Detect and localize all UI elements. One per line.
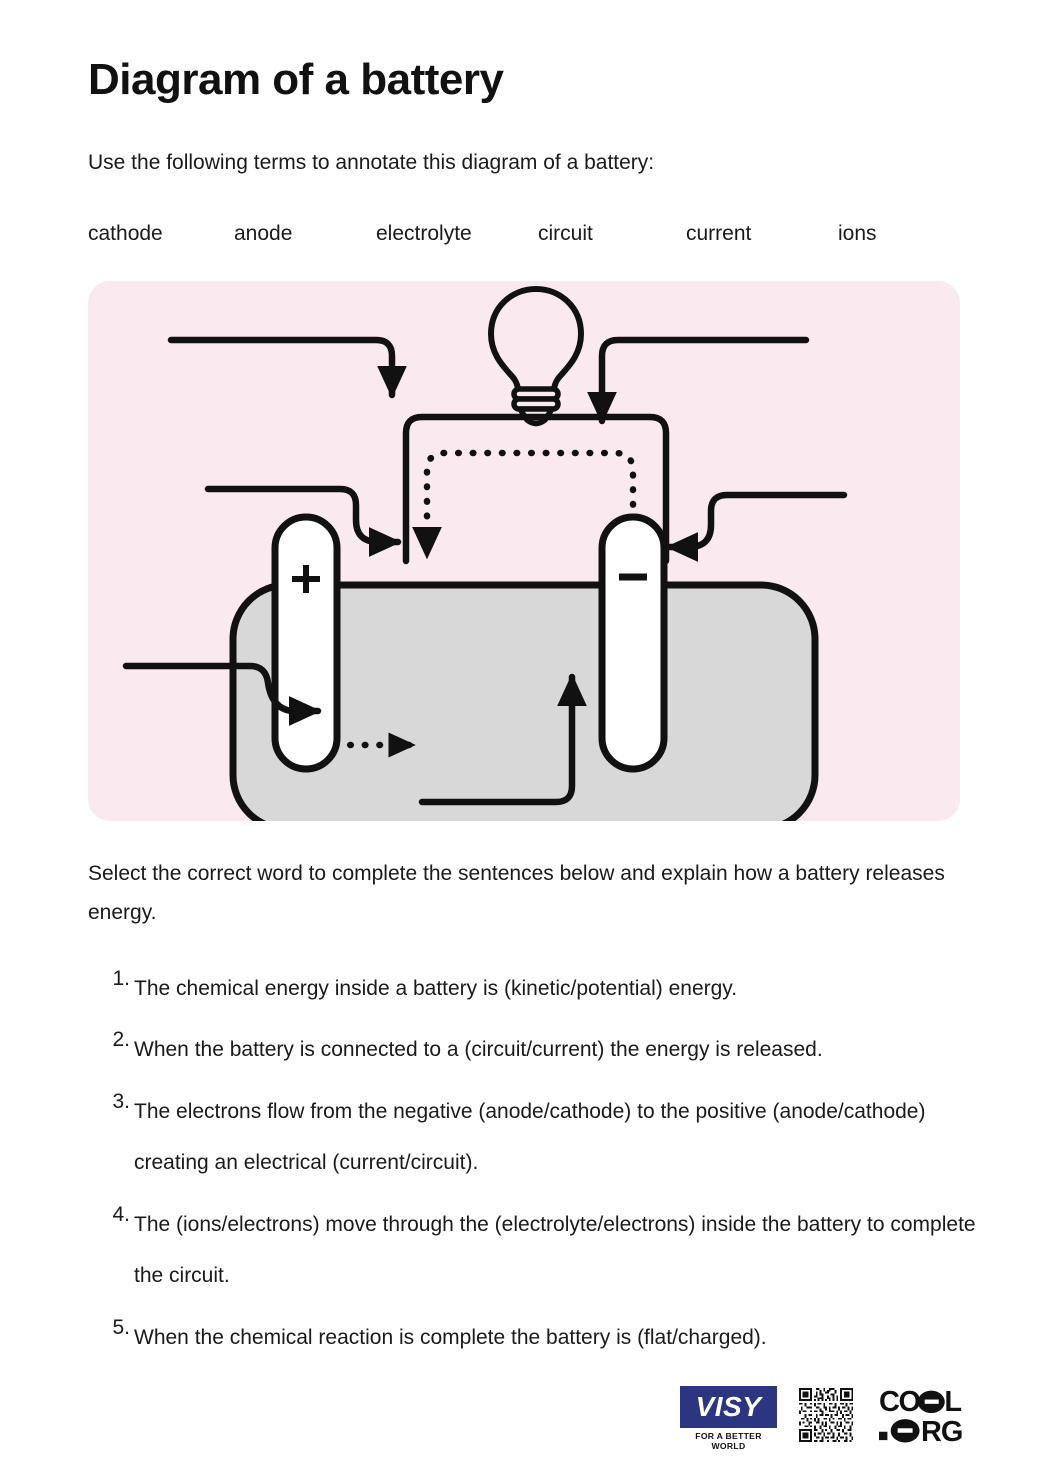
sentence-item-3: 3. The electrons flow from the negative … xyxy=(100,1086,980,1189)
sentence-text-4: The (ions/electrons) move through the (e… xyxy=(134,1212,976,1288)
visy-tagline: FOR A BETTER WORLD xyxy=(695,1431,762,1451)
circuit-wire xyxy=(402,413,670,565)
intro-instruction: Use the following terms to annotate this… xyxy=(88,151,655,174)
word-bank-term-circuit: circuit xyxy=(538,222,593,245)
leader-mid-left xyxy=(204,485,402,557)
word-bank: cathode anode electrolyte circuit curren… xyxy=(88,222,960,246)
cool-logo-line2-text: RG xyxy=(921,1416,963,1444)
word-bank-term-cathode: cathode xyxy=(88,222,163,245)
leader-bottom-center xyxy=(418,673,587,806)
word-bank-term-current: current xyxy=(686,222,752,245)
battery-diagram-panel xyxy=(88,281,960,821)
negative-electrode xyxy=(598,513,668,773)
leader-top-right xyxy=(587,336,810,425)
word-bank-term-anode: anode xyxy=(234,222,293,245)
leader-bottom-left xyxy=(122,662,322,726)
battery-casing xyxy=(229,581,819,821)
sentence-number-1: 1. xyxy=(112,967,130,990)
visy-logo: VISY FOR A BETTER WORLD xyxy=(680,1386,777,1451)
sentence-text-5: When the chemical reaction is complete t… xyxy=(134,1325,767,1349)
select-instruction: Select the correct word to complete the … xyxy=(88,862,945,924)
sentence-list: 1. The chemical energy inside a battery … xyxy=(100,963,980,1373)
visy-logo-box: VISY xyxy=(680,1386,777,1428)
cool-logo-oval-bottom-dash xyxy=(897,1428,913,1433)
light-bulb-icon xyxy=(488,286,584,427)
leader-top-left xyxy=(167,336,407,399)
sentence-text-3: The electrons flow from the negative (an… xyxy=(134,1099,926,1175)
leader-mid-right xyxy=(665,491,848,562)
electron-flow-dotted-path xyxy=(412,449,637,567)
qr-code-icon xyxy=(799,1387,854,1443)
cool-logo-oval-top-dash xyxy=(924,1399,939,1404)
sentence-item-2: 2. When the battery is connected to a (c… xyxy=(100,1024,980,1075)
cool-logo-dot xyxy=(879,1431,888,1441)
cool-logo-line1-l: L xyxy=(944,1386,962,1418)
sentence-item-1: 1. The chemical energy inside a battery … xyxy=(100,963,980,1014)
sentence-number-4: 4. xyxy=(112,1202,130,1226)
sentence-number-3: 3. xyxy=(112,1089,130,1113)
sentence-number-5: 5. xyxy=(112,1315,130,1339)
sentence-number-2: 2. xyxy=(112,1028,130,1052)
visy-wordmark: VISY xyxy=(695,1391,762,1422)
sentence-item-4: 4. The (ions/electrons) move through the… xyxy=(100,1199,980,1302)
sentence-text-2: When the battery is connected to a (circ… xyxy=(134,1038,823,1062)
page-title: Diagram of a battery xyxy=(88,55,504,104)
positive-electrode xyxy=(271,513,341,773)
cool-logo-line1-text: CO xyxy=(879,1386,920,1418)
word-bank-term-electrolyte: electrolyte xyxy=(376,222,472,245)
sentence-item-5: 5. When the chemical reaction is complet… xyxy=(100,1312,980,1363)
footer-logos: VISY FOR A BETTER WORLD xyxy=(680,1386,965,1452)
cool-org-logo: CO L RG xyxy=(879,1386,965,1444)
sentence-text-1: The chemical energy inside a battery is … xyxy=(134,977,738,1000)
word-bank-term-ions: ions xyxy=(838,222,877,245)
